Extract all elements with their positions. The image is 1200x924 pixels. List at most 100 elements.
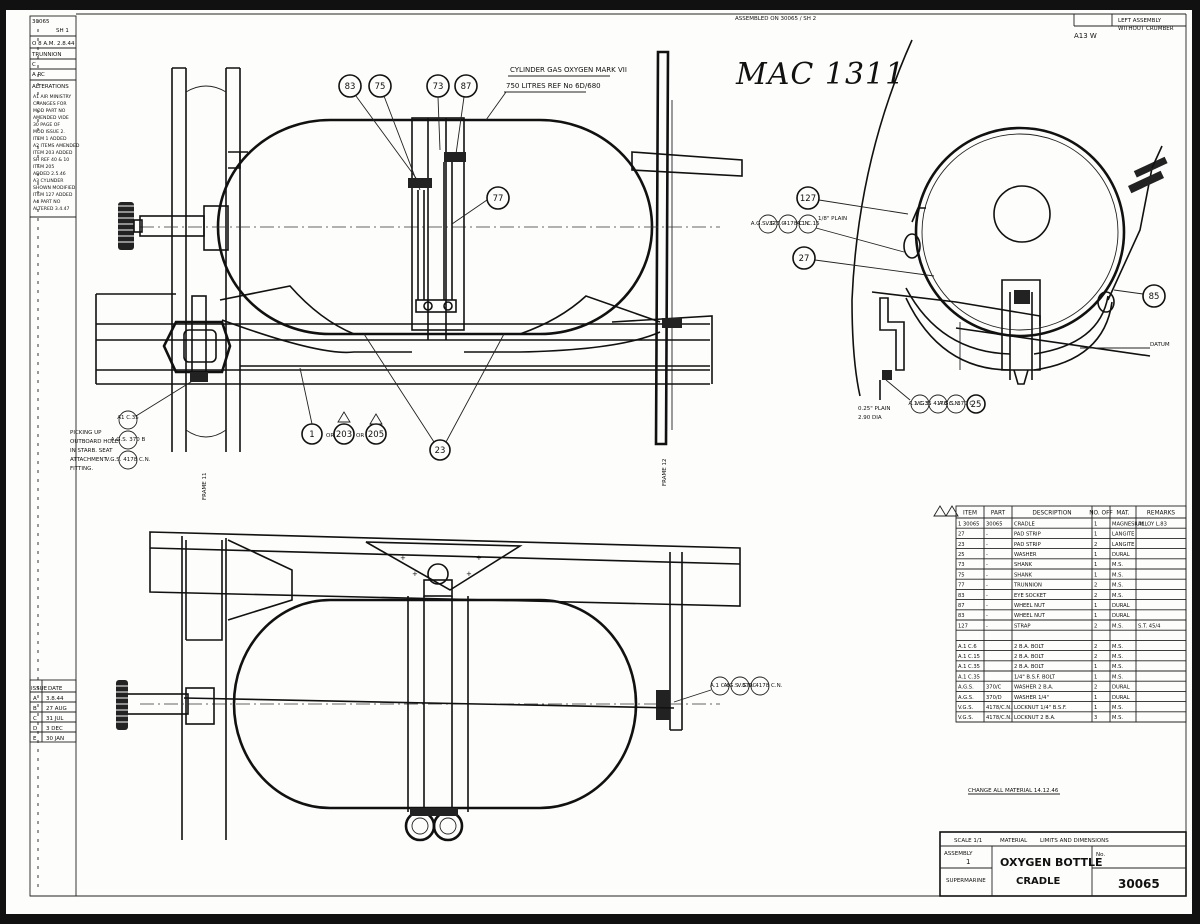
parts-cell: 2 B.A. BOLT (1014, 664, 1045, 670)
parts-cell: A.1 C.35 (958, 674, 980, 680)
balloon-205: 205 (365, 413, 387, 445)
svg-text:127: 127 (800, 194, 816, 204)
parts-cell: 1 (1094, 532, 1097, 538)
rev-note-line: MOD ISSUE 2. (33, 129, 65, 135)
parts-cell: WHEEL NUT (1014, 603, 1046, 609)
top-right-text-1: LEFT ASSEMBLY (1118, 18, 1162, 24)
parts-cell: DURAL (1112, 685, 1130, 691)
rev-note-line: AMENDED VIDE (33, 115, 69, 121)
balloon-127: 127 (796, 186, 909, 215)
parts-cell: CRADLE (1014, 521, 1035, 527)
parts-cell: - (986, 562, 988, 568)
parts-cell: LOCKNUT 1/4" B.S.F. (1014, 705, 1067, 711)
parts-cell: 1 (1094, 603, 1097, 609)
parts-cell: STRAP (1014, 623, 1031, 629)
svg-text:75: 75 (375, 82, 386, 92)
issue-cell-issue: B (33, 706, 37, 712)
parts-cell: M.S. (1112, 654, 1123, 660)
parts-cell: 2 (1094, 542, 1097, 548)
parts-cell: S.T. 45/4 (1138, 623, 1161, 629)
parts-cell: 3 (1094, 715, 1097, 721)
top-mid-text: ASSEMBLED ON 30065 / SH 2 (735, 16, 816, 22)
frame-label-11: FRAME 11 (202, 473, 208, 501)
parts-cell: MAGNESIUM (1112, 521, 1144, 527)
parts-cell: 73 (958, 562, 965, 568)
parts-cell: M.S. (1112, 664, 1123, 670)
svg-text:A.G.S. 370C: A.G.S. 370C (724, 683, 757, 689)
parts-cell: - (986, 623, 988, 629)
parts-header: NO. OFF (1089, 511, 1113, 517)
svg-text:87: 87 (461, 82, 472, 92)
svg-text:+: + (466, 570, 472, 578)
parts-cell: 1 (1094, 695, 1097, 701)
parts-cell: WASHER 1/4" (1014, 695, 1049, 701)
rev-note-line: ADDED 2.5.46 (33, 171, 66, 177)
title-block: SCALE 1/1 MATERIAL LIMITS AND DIMENSIONS… (939, 831, 1187, 897)
parts-header: MAT. (1116, 511, 1129, 517)
parts-cell: 1 (1094, 674, 1097, 680)
rev-note-line: MOD PART NO (33, 108, 66, 114)
parts-cell: 87 (958, 603, 965, 609)
issue-cell-date: 31 JUL (46, 716, 64, 722)
svg-text:ATTACHMENT: ATTACHMENT (70, 457, 108, 463)
tb-scale: SCALE 1/1 (954, 838, 982, 844)
parts-cell: 83 (958, 593, 965, 599)
parts-cell: 2 (1094, 593, 1097, 599)
tb-material: MATERIAL (1000, 838, 1028, 844)
parts-cell: M.S. (1112, 562, 1123, 568)
rev-note-line: SHOWN MODIFIED (33, 185, 76, 191)
or-text-1: OR (326, 433, 334, 439)
parts-header: ITEM (963, 511, 977, 517)
issue-cell-issue: E (33, 736, 37, 742)
issue-header-issue: ISSUE (31, 686, 48, 692)
parts-cell: 2 (1094, 685, 1097, 691)
svg-text:A.G.S. 370 B: A.G.S. 370 B (111, 437, 146, 443)
parts-cell: DURAL (1112, 552, 1130, 558)
svg-text:A.1 C.35: A.1 C.35 (908, 401, 932, 407)
parts-cell: LANGITE (1112, 532, 1134, 538)
revision-column: 30065 SH 1 O 8 A.M. 2.8.44 TRUNNION C A … (29, 15, 80, 897)
side-elevation-view (95, 50, 743, 452)
parts-cell: A.1 C.15 (958, 654, 980, 660)
bolt-refs-left: A1 C.35 A.G.S. 370 B V.G.S. 4178 C.N. (106, 379, 195, 470)
balloon-85: 85 (1113, 284, 1166, 308)
parts-cell: A.G.S. (958, 685, 974, 691)
parts-cell: 370/C (986, 685, 1002, 691)
parts-cell: 127 (958, 623, 968, 629)
balloon-73: 73 (426, 74, 450, 151)
rev-note-line: ALTERED 3.4.47 (33, 206, 70, 212)
parts-cell: 2 B.A. BOLT (1014, 644, 1045, 650)
parts-cell: A.G.S. (958, 695, 974, 701)
end-view: DATUM (851, 39, 1170, 400)
rev-note-line: SH REF 40 & 10 (33, 157, 69, 163)
parts-cell: DURAL (1112, 603, 1130, 609)
issue-cell-date: 3.8.44 (46, 696, 64, 702)
svg-text:V.G.S. 4178 C.N.: V.G.S. 4178 C.N. (766, 221, 811, 227)
parts-cell: 1 (1094, 705, 1097, 711)
balloon-25: 25 (971, 400, 982, 410)
svg-text:A.1 C.15: A.1 C.15 (796, 221, 820, 227)
svg-text:85: 85 (1149, 292, 1160, 302)
change-note: CHANGE ALL MATERIAL 14.12.46 (968, 788, 1059, 794)
parts-cell: PAD STRIP (1014, 542, 1041, 548)
svg-text:V.G.S. 4178 C.N.: V.G.S. 4178 C.N. (106, 457, 151, 463)
issue-cell-date: 30 JAN (46, 736, 64, 742)
svg-text:+: + (400, 554, 406, 562)
rev-note-line: ITEM 1 ADDED (33, 136, 67, 142)
parts-cell: - (986, 572, 988, 578)
balloon-27: 27 (792, 246, 935, 277)
parts-cell: 25 (958, 552, 965, 558)
parts-cell: - (986, 583, 988, 589)
rev-line: A RC (32, 72, 45, 78)
pick-up-note: PICKING UP OUTBOARD HOLE IN STARB. SEAT … (70, 430, 119, 472)
parts-cell: M.S. (1112, 715, 1123, 721)
parts-cell: PAD STRIP (1014, 532, 1041, 538)
parts-cell: A.1 C.35 (958, 664, 980, 670)
or-text-2: OR (356, 433, 364, 439)
parts-cell: - (986, 603, 988, 609)
parts-cell: DURAL (1112, 695, 1130, 701)
rev-header: 30065 (32, 19, 50, 25)
